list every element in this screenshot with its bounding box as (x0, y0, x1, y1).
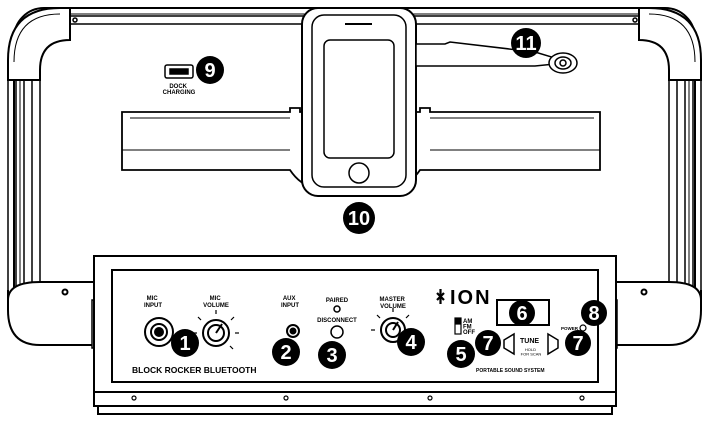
tagline: PORTABLE SOUND SYSTEM (476, 368, 545, 374)
svg-text:9: 9 (204, 60, 215, 82)
dock-charging-label: DOCK CHARGING (163, 84, 196, 96)
mic-input-label: MIC INPUT (144, 296, 162, 309)
tune-label: TUNE (520, 338, 539, 345)
svg-text:7: 7 (482, 333, 493, 355)
svg-text:10: 10 (348, 208, 370, 230)
power-label: POWER (561, 326, 579, 331)
callout-3: 3 (318, 341, 346, 369)
tune-down-button (503, 332, 515, 356)
paired-label: PAIRED (326, 298, 349, 304)
ion-logo: ION (436, 287, 492, 309)
svg-text:4: 4 (405, 332, 417, 354)
svg-text:11: 11 (515, 33, 536, 55)
svg-text:1: 1 (179, 333, 190, 355)
panel-screws (131, 395, 585, 401)
corner-guard-bottom-right (613, 281, 702, 346)
band-labels: AM FM OFF (463, 319, 475, 336)
right-side-ribs (668, 80, 702, 290)
svg-text:6: 6 (516, 303, 527, 325)
corner-guard-top-right (638, 7, 702, 81)
callout-4: 4 (397, 328, 425, 356)
aux-input-jack (286, 324, 300, 338)
svg-text:2: 2 (280, 342, 291, 364)
callout-11: 11 (511, 28, 541, 58)
callout-7-right: 7 (565, 330, 591, 356)
mic-input-jack (144, 317, 174, 347)
svg-text:3: 3 (326, 345, 337, 367)
master-volume-label: MASTER VOLUME (379, 297, 406, 310)
model-name: BLOCK ROCKER BLUETOOTH (132, 365, 257, 375)
callout-5: 5 (447, 340, 475, 368)
aux-input-label: AUX INPUT (281, 296, 299, 309)
callout-6: 6 (509, 300, 535, 326)
mic-volume-label: MIC VOLUME (203, 296, 229, 309)
callout-2: 2 (272, 338, 300, 366)
paired-led (333, 305, 341, 313)
phone-dock (301, 7, 417, 197)
antenna (415, 41, 578, 74)
disconnect-label: DISCONNECT (317, 318, 357, 324)
left-side-ribs (7, 80, 41, 290)
corner-guard-top-left (7, 7, 71, 81)
disconnect-button (330, 325, 344, 339)
svg-text:7: 7 (572, 333, 583, 355)
corner-guard-bottom-left (7, 281, 96, 346)
hold-for-scan-label: HOLD FOR SCAN (521, 347, 542, 357)
callout-9: 9 (196, 56, 224, 84)
band-switch (454, 317, 462, 335)
callout-8: 8 (581, 300, 607, 326)
mic-volume-knob (202, 319, 230, 347)
tune-up-button (547, 332, 559, 356)
svg-text:5: 5 (455, 344, 466, 366)
usb-charging-port (164, 64, 194, 79)
power-led (579, 324, 587, 332)
callout-7-left: 7 (475, 330, 501, 356)
brand-text: ION (450, 287, 492, 309)
callout-10: 10 (343, 202, 375, 234)
callout-1: 1 (171, 329, 199, 357)
svg-text:8: 8 (588, 303, 599, 325)
